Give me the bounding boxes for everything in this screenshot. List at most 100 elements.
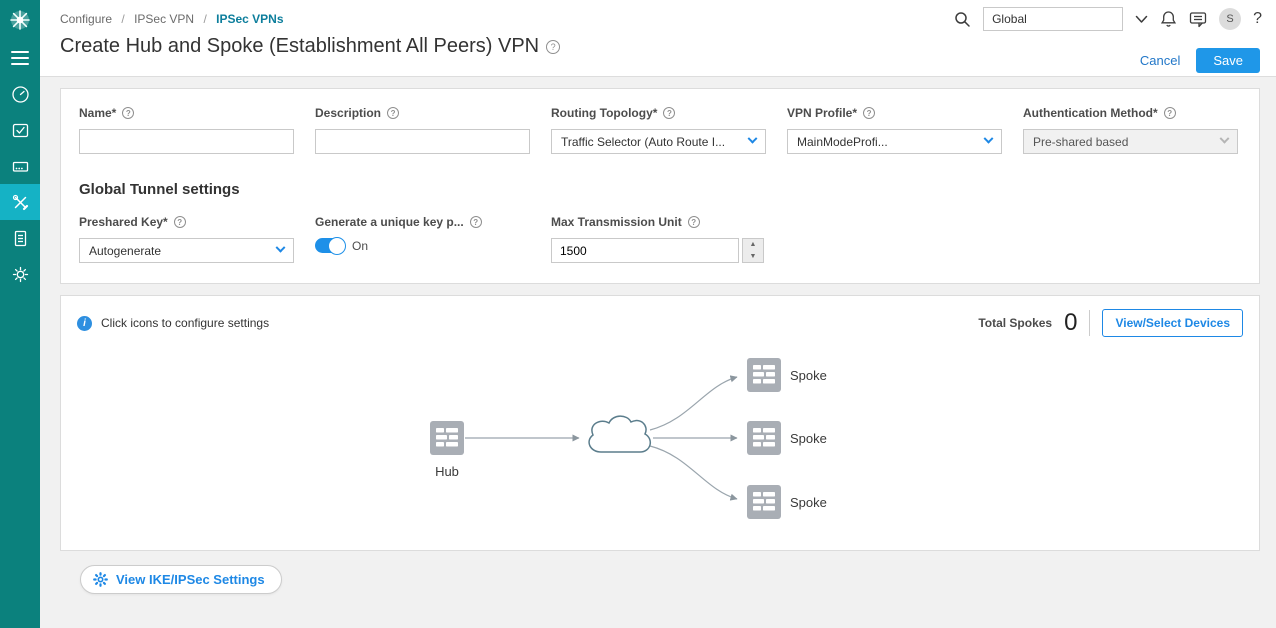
mtu-step-up-icon[interactable]: ▲ bbox=[749, 241, 757, 249]
mtu-input[interactable] bbox=[551, 238, 739, 263]
name-help-icon[interactable] bbox=[122, 107, 135, 119]
spoke-label: Spoke bbox=[790, 431, 827, 446]
auth-method-help-icon[interactable] bbox=[1163, 107, 1176, 119]
description-input[interactable] bbox=[315, 129, 530, 154]
tunnel-settings-title: Global Tunnel settings bbox=[79, 181, 240, 198]
mtu-step-down-icon[interactable]: ▼ bbox=[749, 252, 757, 260]
routing-topology-select[interactable]: Traffic Selector (Auto Route I... bbox=[551, 129, 766, 154]
global-scope-input[interactable] bbox=[983, 7, 1124, 31]
sidebar-item-reports[interactable] bbox=[0, 220, 40, 256]
sidebar-item-dashboard[interactable] bbox=[0, 76, 40, 112]
routing-topology-label-text: Routing Topology* bbox=[551, 106, 658, 120]
chevron-down-icon bbox=[983, 133, 994, 144]
vpn-profile-field-group: VPN Profile* MainModeProfi... bbox=[787, 106, 1002, 154]
reports-document-icon bbox=[14, 230, 26, 246]
sidebar-item-configure[interactable] bbox=[0, 184, 40, 220]
topology-diagram: Hub Spoke Spoke Spoke bbox=[430, 358, 827, 519]
routing-topology-help-icon[interactable] bbox=[663, 107, 676, 119]
breadcrumb-ipsec-vpns[interactable]: IPSec VPNs bbox=[216, 12, 284, 26]
mtu-field-group: Max Transmission Unit ▲ ▼ bbox=[551, 215, 766, 263]
preshared-key-field-group: Preshared Key* Autogenerate bbox=[79, 215, 294, 263]
preshared-key-label-text: Preshared Key* bbox=[79, 215, 168, 229]
monitor-inbox-icon bbox=[12, 123, 28, 137]
name-field-group: Name* bbox=[79, 106, 294, 154]
spoke-node-icon[interactable] bbox=[747, 421, 781, 455]
sidebar-item-devices[interactable] bbox=[0, 148, 40, 184]
search-icon[interactable] bbox=[954, 11, 971, 28]
dashboard-gauge-icon bbox=[11, 85, 29, 103]
preshared-key-help-icon[interactable] bbox=[173, 216, 186, 228]
unique-key-help-icon[interactable] bbox=[469, 216, 482, 228]
name-label-text: Name* bbox=[79, 106, 117, 120]
breadcrumb-separator: / bbox=[121, 12, 125, 26]
devices-icon bbox=[12, 161, 28, 172]
preshared-key-value: Autogenerate bbox=[89, 243, 162, 258]
spoke-label: Spoke bbox=[790, 495, 827, 510]
save-button[interactable]: Save bbox=[1196, 48, 1260, 73]
cloud-to-spoke1-link bbox=[649, 375, 738, 431]
breadcrumb: Configure / IPSec VPN / IPSec VPNs bbox=[40, 0, 1276, 26]
vpn-profile-select[interactable]: MainModeProfi... bbox=[787, 129, 1002, 154]
page-title: Create Hub and Spoke (Establishment All … bbox=[40, 26, 1276, 58]
configure-tools-icon bbox=[12, 194, 28, 210]
cloud-to-spoke3-link bbox=[649, 445, 738, 501]
gear-icon bbox=[93, 572, 108, 587]
toggle-knob bbox=[328, 236, 346, 255]
spoke-label: Spoke bbox=[790, 368, 827, 383]
bell-icon[interactable] bbox=[1160, 10, 1177, 28]
breadcrumb-ipsec-vpn[interactable]: IPSec VPN bbox=[134, 12, 195, 26]
name-label: Name* bbox=[79, 106, 294, 120]
mtu-help-icon[interactable] bbox=[687, 216, 700, 228]
chevron-down-icon bbox=[1219, 133, 1230, 144]
help-icon[interactable]: ? bbox=[1253, 10, 1262, 27]
chevron-down-icon bbox=[275, 242, 286, 253]
spoke-node-icon[interactable] bbox=[747, 485, 781, 519]
vpn-profile-value: MainModeProfi... bbox=[797, 134, 888, 149]
sidebar-item-monitor[interactable] bbox=[0, 112, 40, 148]
total-spokes-label: Total Spokes bbox=[978, 316, 1053, 330]
cancel-button[interactable]: Cancel bbox=[1139, 53, 1181, 68]
routing-topology-value: Traffic Selector (Auto Route I... bbox=[561, 134, 726, 149]
top-bar: Configure / IPSec VPN / IPSec VPNs Creat… bbox=[40, 0, 1276, 77]
user-avatar[interactable]: S bbox=[1219, 8, 1242, 30]
divider bbox=[1089, 310, 1091, 336]
unique-key-toggle[interactable] bbox=[315, 236, 346, 255]
view-ike-ipsec-settings-label: View IKE/IPSec Settings bbox=[116, 572, 265, 587]
topology-card: Click icons to configure settings Total … bbox=[60, 295, 1260, 551]
vpn-profile-label: VPN Profile* bbox=[787, 106, 1002, 120]
hub-node-icon[interactable] bbox=[430, 421, 464, 455]
mtu-stepper: ▲ ▼ bbox=[742, 238, 764, 263]
cloud-icon bbox=[588, 415, 652, 453]
description-help-icon[interactable] bbox=[387, 107, 400, 119]
preshared-key-select[interactable]: Autogenerate bbox=[79, 238, 294, 263]
menu-icon[interactable] bbox=[0, 40, 40, 76]
title-help-icon[interactable] bbox=[546, 39, 561, 54]
juniper-logo[interactable] bbox=[0, 0, 40, 40]
administration-gear-icon bbox=[12, 266, 28, 282]
unique-key-field-group: Generate a unique key p... On bbox=[315, 215, 530, 263]
mtu-label: Max Transmission Unit bbox=[551, 215, 766, 229]
view-ike-ipsec-settings-button[interactable]: View IKE/IPSec Settings bbox=[80, 565, 282, 594]
breadcrumb-configure[interactable]: Configure bbox=[60, 12, 113, 26]
description-label: Description bbox=[315, 106, 530, 120]
unique-key-toggle-state: On bbox=[352, 238, 369, 253]
name-input[interactable] bbox=[79, 129, 294, 154]
chevron-down-icon bbox=[747, 133, 758, 144]
unique-key-label-text: Generate a unique key p... bbox=[315, 215, 464, 229]
routing-topology-label: Routing Topology* bbox=[551, 106, 766, 120]
vpn-profile-help-icon[interactable] bbox=[863, 107, 876, 119]
topology-hint: Click icons to configure settings bbox=[77, 315, 269, 331]
breadcrumb-separator: / bbox=[203, 12, 207, 26]
routing-topology-field-group: Routing Topology* Traffic Selector (Auto… bbox=[551, 106, 766, 154]
page-title-text: Create Hub and Spoke (Establishment All … bbox=[60, 35, 540, 57]
spoke-node-icon[interactable] bbox=[747, 358, 781, 392]
sidebar-item-administration[interactable] bbox=[0, 256, 40, 292]
total-spokes-value: 0 bbox=[1064, 309, 1078, 336]
vpn-form-card: Name* Description Routing Topology* bbox=[60, 88, 1260, 284]
view-select-devices-button[interactable]: View/Select Devices bbox=[1102, 309, 1243, 337]
description-field-group: Description bbox=[315, 106, 530, 154]
chevron-down-icon[interactable] bbox=[1135, 15, 1148, 24]
preshared-key-label: Preshared Key* bbox=[79, 215, 294, 229]
feedback-icon[interactable] bbox=[1189, 11, 1207, 28]
auth-method-label-text: Authentication Method* bbox=[1023, 106, 1158, 120]
